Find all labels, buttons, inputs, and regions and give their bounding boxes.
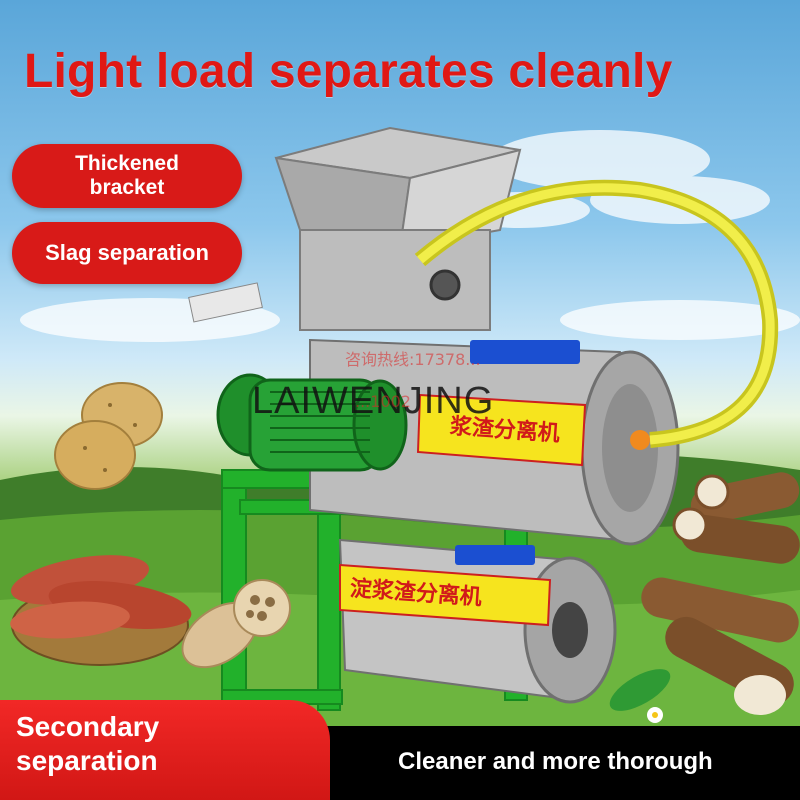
headline: Light load separates cleanly <box>24 45 673 98</box>
badge-label: Slag separation <box>45 240 209 265</box>
potato-icon <box>54 382 163 490</box>
hopper <box>188 126 522 331</box>
secondary-separation-badge: Secondary separation <box>0 700 330 800</box>
lower-drum <box>338 538 617 704</box>
cleaner-caption: Cleaner and more thorough <box>398 748 713 775</box>
leaf-decoration <box>609 669 671 723</box>
brand-watermark: LAIWENJING <box>252 380 495 422</box>
secondary-line-1: Secondary <box>16 711 160 742</box>
hose-icon <box>414 179 779 450</box>
sweet-potato-basket-icon <box>10 555 192 666</box>
badge-label: Thickened bracket <box>75 152 179 199</box>
badge-slag-separation: Slag separation <box>12 222 242 284</box>
secondary-line-2: separation <box>16 745 158 776</box>
phone-watermark-2: ...1002 <box>355 392 411 411</box>
cassava-icon <box>641 472 800 715</box>
motor-icon <box>216 373 408 472</box>
phone-watermark: 咨询热线:17378... <box>345 350 481 369</box>
badge-thickened-bracket: Thickened bracket <box>12 144 242 208</box>
lotus-root-icon <box>181 579 291 669</box>
